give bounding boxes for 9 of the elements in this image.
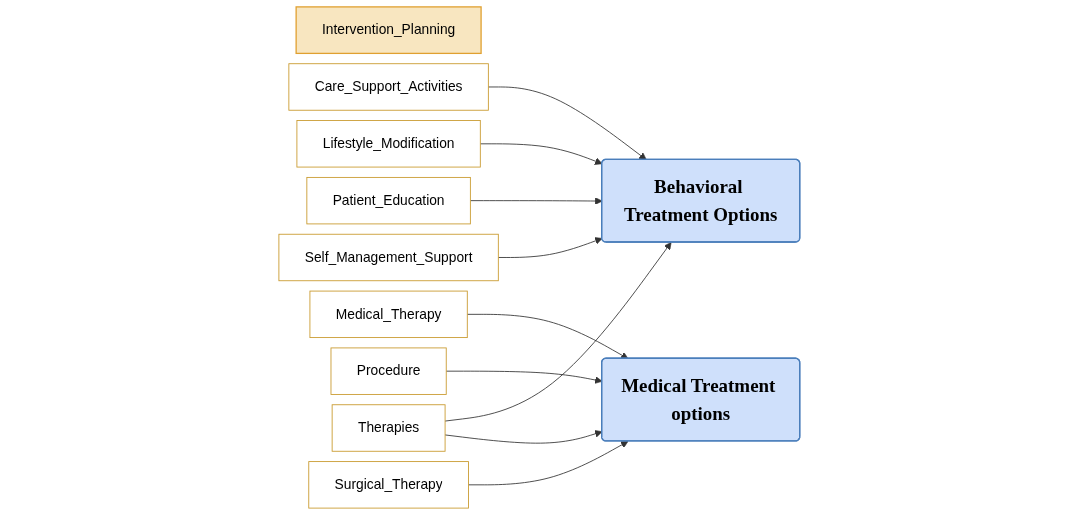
node-box: Patient_Education [306,176,471,225]
node-box: Care_Support_Activities [288,63,489,111]
node-box: Therapies [331,404,446,452]
node-box: Procedure [330,347,447,395]
node-box: Intervention_Planning [295,6,482,55]
node-box: Lifestyle_Modification [296,120,481,168]
node-box: Medical_Therapy [309,290,468,338]
node-box: Self_Management_Support [278,233,499,282]
node-box: Surgical_Therapy [308,461,470,509]
